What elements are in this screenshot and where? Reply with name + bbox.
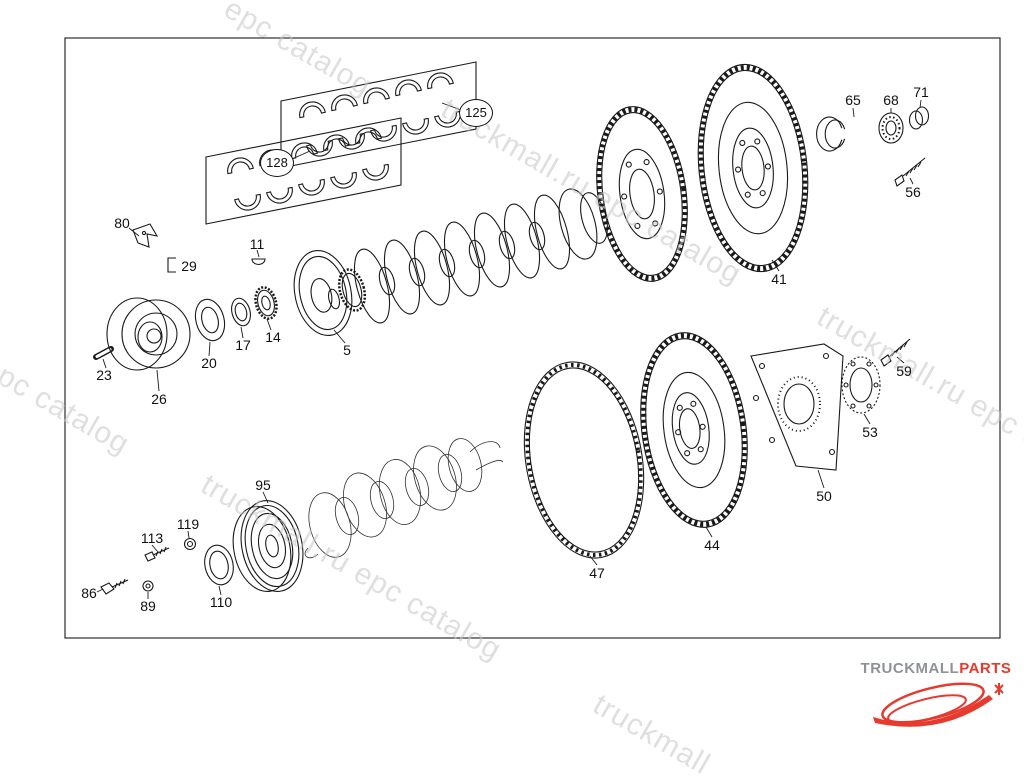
part-label-89: 89 (140, 598, 156, 614)
brand-name-primary: TRUCKMALL (860, 660, 960, 677)
part-label-68: 68 (883, 92, 899, 108)
part-label-56: 56 (905, 184, 921, 200)
part-label-110: 110 (209, 594, 233, 610)
woodruff-key-11 (251, 258, 266, 266)
part-label-125: 125 (459, 99, 493, 127)
part-label-59: 59 (896, 363, 912, 379)
nut-119 (183, 537, 197, 551)
exploded-view-drawing (64, 37, 1001, 639)
bushing-71 (908, 106, 930, 130)
bolt-56 (894, 157, 926, 187)
brand-swoosh-icon (873, 682, 1004, 727)
part-label-71: 71 (913, 84, 929, 100)
pin-23 (93, 346, 114, 360)
diagram-border (64, 37, 1001, 639)
part-label-95: 95 (255, 477, 271, 493)
bracket-80 (132, 223, 159, 248)
crankshaft (327, 188, 608, 324)
crankshaft-sketch (304, 438, 504, 559)
part-label-23: 23 (96, 367, 112, 383)
part-label-44: 44 (704, 537, 720, 553)
washer-89 (142, 580, 154, 592)
part-label-29: 29 (181, 258, 197, 274)
pulley-95 (232, 500, 304, 593)
part-label-119: 119 (176, 516, 200, 532)
gear-14 (254, 286, 278, 320)
part-label-128: 128 (260, 149, 294, 177)
part-label-65: 65 (845, 92, 861, 108)
bolt-86 (100, 578, 129, 595)
part-label-86: 86 (81, 585, 97, 601)
bolt-59 (880, 338, 911, 367)
brand-wordmark: TRUCKMALLPARTS (856, 660, 1016, 677)
part-label-47: 47 (589, 565, 605, 581)
ring-17 (231, 297, 251, 327)
bearing-shell-set-128 (205, 117, 402, 225)
brand-logo: TRUCKMALLPARTS (856, 660, 1016, 740)
bearing-shell-set-125 (280, 61, 477, 169)
part-label-11: 11 (249, 236, 265, 252)
bolt-113 (144, 546, 170, 562)
part-label-26: 26 (151, 391, 167, 407)
part-label-5: 5 (343, 342, 351, 358)
part-label-41: 41 (771, 271, 787, 287)
leader-lines (96, 99, 922, 599)
gasket-53 (841, 356, 881, 414)
part-label-50: 50 (816, 488, 832, 504)
brand-name-secondary: PARTS (959, 660, 1012, 677)
flywheel-44 (640, 332, 748, 528)
end-cover-plate-50 (750, 343, 844, 471)
bearing-housing-5 (293, 249, 353, 337)
part-label-14: 14 (265, 329, 281, 345)
ring-110 (204, 544, 234, 586)
flywheel-41 (697, 63, 809, 273)
crankshaft-gear (596, 106, 688, 282)
part-label-53: 53 (862, 424, 878, 440)
part-label-17: 17 (235, 337, 251, 353)
seal-20 (194, 298, 226, 342)
part-label-20: 20 (201, 355, 217, 371)
clip-29 (167, 257, 176, 273)
snap-ring-65 (816, 116, 846, 152)
pulley-26 (106, 297, 191, 371)
part-label-113: 113 (140, 530, 164, 546)
ring-gear-47 (523, 361, 645, 559)
part-label-80: 80 (114, 215, 130, 231)
